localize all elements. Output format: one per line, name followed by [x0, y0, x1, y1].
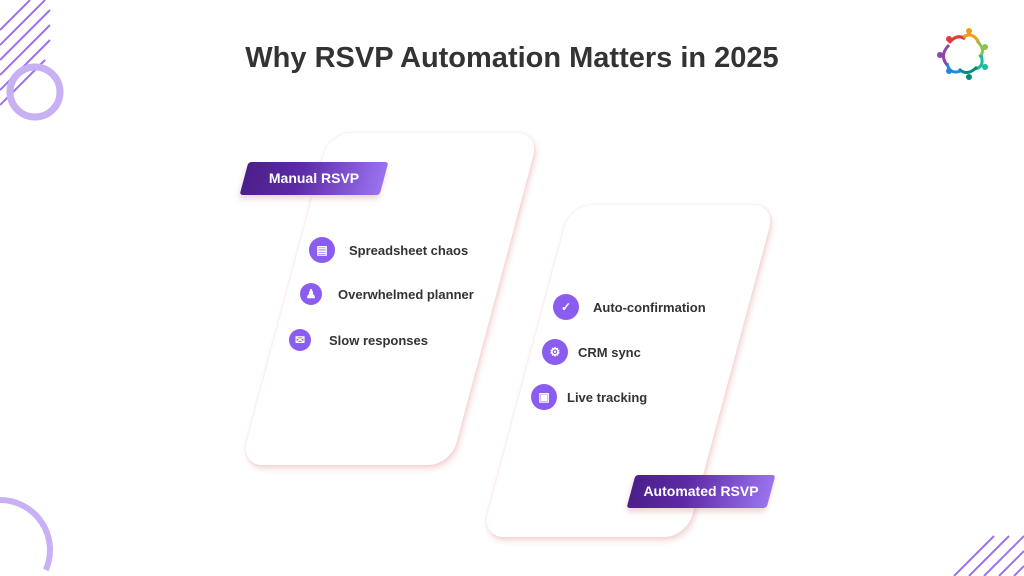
- confirm-mail-icon: ✓: [553, 294, 579, 320]
- spreadsheet-icon: ▤: [309, 237, 335, 263]
- item-label: Overwhelmed planner: [338, 286, 474, 302]
- list-item: ⚙ CRM sync: [542, 339, 641, 365]
- envelope-icon: ✉: [289, 329, 311, 351]
- list-item: ▣ Live tracking: [531, 384, 647, 410]
- list-item: ✓ Auto-confirmation: [553, 294, 706, 320]
- manual-rsvp-label: Manual RSVP: [268, 170, 360, 186]
- automated-rsvp-badge: Automated RSVP: [626, 475, 776, 508]
- decorative-stripes-topleft: [0, 0, 64, 121]
- item-label: Auto-confirmation: [593, 299, 706, 315]
- list-item: ✉ Slow responses: [289, 329, 428, 351]
- item-label: Spreadsheet chaos: [349, 242, 469, 258]
- item-label: Slow responses: [329, 332, 428, 348]
- item-label: CRM sync: [578, 344, 641, 360]
- decorative-stripes-bottomright: [953, 535, 1024, 576]
- manual-rsvp-badge: Manual RSVP: [239, 162, 389, 195]
- logo-icon: [937, 28, 988, 80]
- monitor-tracking-icon: ▣: [531, 384, 557, 410]
- page-title: Why RSVP Automation Matters in 2025: [245, 42, 779, 74]
- decorative-circle-bottomleft: [0, 497, 53, 572]
- crm-sync-icon: ⚙: [542, 339, 568, 365]
- list-item: ▤ Spreadsheet chaos: [309, 237, 468, 263]
- planner-icon: ♟: [300, 283, 322, 305]
- automated-rsvp-label: Automated RSVP: [643, 483, 759, 499]
- list-item: ♟ Overwhelmed planner: [300, 283, 474, 305]
- item-label: Live tracking: [567, 389, 648, 405]
